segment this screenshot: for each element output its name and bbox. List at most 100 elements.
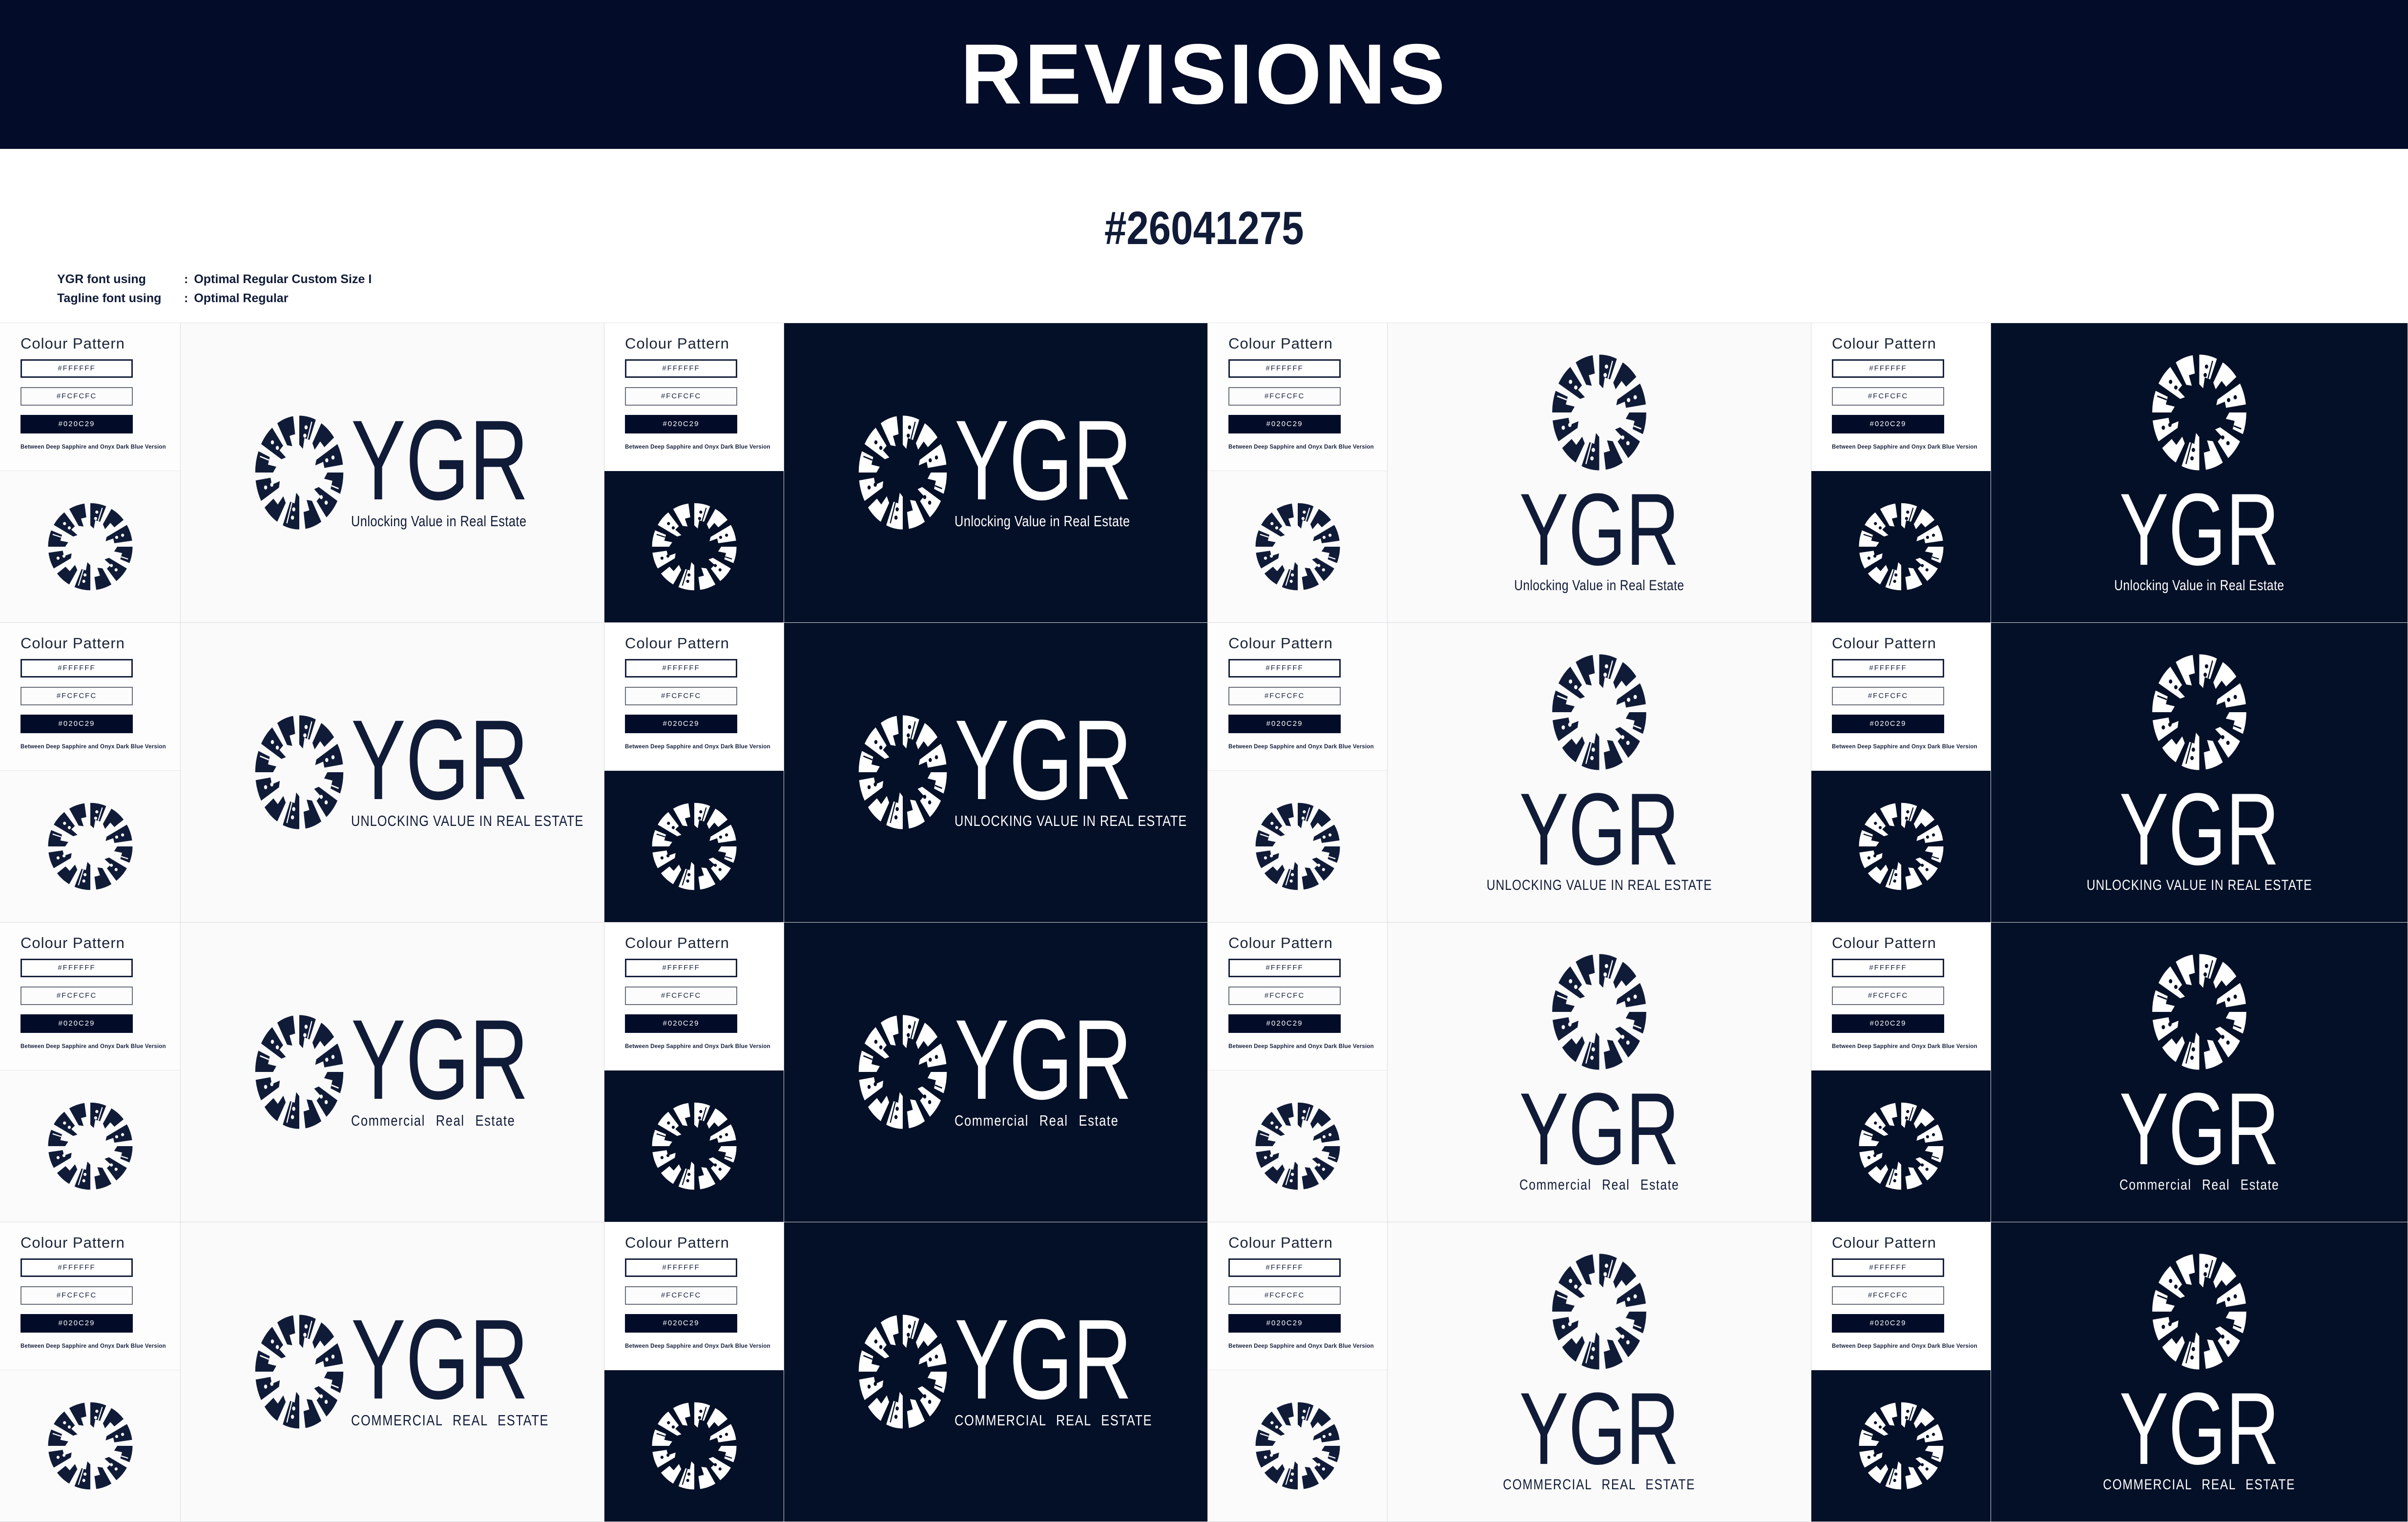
swatch-dark-navy: #020C29 <box>625 1014 737 1033</box>
colour-pattern-caption: Between Deep Sapphire and Onyx Dark Blue… <box>1228 1343 1374 1349</box>
ygr-wordmark: YGR <box>351 996 529 1123</box>
ygr-city-circle-mark-icon <box>2149 950 2249 1073</box>
ygr-tagline: COMMERCIAL REAL ESTATE <box>351 1412 549 1429</box>
ygr-city-circle-mark-icon <box>856 1311 950 1432</box>
colour-pattern-caption: Between Deep Sapphire and Onyx Dark Blue… <box>625 1043 770 1049</box>
ygr-wordmark: YGR <box>1519 1071 1680 1186</box>
ygr-city-circle-mark-icon <box>45 500 135 593</box>
ygr-city-circle-mark-icon <box>252 712 346 833</box>
swatch-white: #FFFFFF <box>1832 658 1944 678</box>
logo-panel-stacked-dark: YGR Unlocking Value in Real Estate <box>1991 323 2408 623</box>
colour-pattern-caption: Between Deep Sapphire and Onyx Dark Blue… <box>1228 1043 1374 1049</box>
logo-mark-preview-dark <box>1811 471 1991 622</box>
ygr-city-circle-mark-icon <box>1549 651 1649 774</box>
swatch-white: #FFFFFF <box>21 359 133 378</box>
logo-panel-horizontal-light: YGR COMMERCIAL REAL ESTATE <box>181 1222 604 1522</box>
swatch-off-white: #FCFCFC <box>1228 986 1341 1005</box>
logo-panel-stacked-dark: YGR COMMERCIAL REAL ESTATE <box>1991 1222 2408 1522</box>
ygr-city-circle-mark-icon <box>1856 800 1946 893</box>
logo-mark-preview-light <box>0 770 180 922</box>
ygr-logo-horizontal: YGR Commercial Real Estate <box>856 1003 1136 1132</box>
swatch-dark-navy: #020C29 <box>1228 1014 1341 1033</box>
colour-pattern-caption: Between Deep Sapphire and Onyx Dark Blue… <box>21 743 166 750</box>
ygr-wordmark: YGR <box>2119 772 2280 886</box>
colour-pattern-caption: Between Deep Sapphire and Onyx Dark Blue… <box>1228 444 1374 450</box>
ygr-city-circle-mark-icon <box>649 800 739 893</box>
colour-swatch-list: Colour Pattern #FFFFFF #FCFCFC #020C29 B… <box>604 1222 784 1370</box>
colour-pattern-title: Colour Pattern <box>1832 334 1936 352</box>
ygr-tagline: Commercial Real Estate <box>1519 1177 1680 1193</box>
logo-panel-stacked-light: YGR Commercial Real Estate <box>1388 922 1811 1222</box>
ygr-tagline: UNLOCKING VALUE IN REAL ESTATE <box>1486 877 1712 893</box>
ygr-logo-stacked: YGR COMMERCIAL REAL ESTATE <box>2082 1250 2316 1493</box>
colour-swatch-list: Colour Pattern #FFFFFF #FCFCFC #020C29 B… <box>604 323 784 471</box>
swatch-off-white: #FCFCFC <box>1832 986 1944 1005</box>
colour-swatch-list: Colour Pattern #FFFFFF #FCFCFC #020C29 B… <box>0 323 180 471</box>
colour-swatch-list: Colour Pattern #FFFFFF #FCFCFC #020C29 B… <box>1811 622 1991 771</box>
swatch-off-white: #FCFCFC <box>21 387 133 406</box>
colour-pattern-title: Colour Pattern <box>21 334 125 352</box>
logo-mark-preview-light <box>0 471 180 622</box>
ygr-logo-stacked: YGR Unlocking Value in Real Estate <box>1488 351 1710 594</box>
colour-pattern-title: Colour Pattern <box>625 334 729 352</box>
colour-swatch-list: Colour Pattern #FFFFFF #FCFCFC #020C29 B… <box>604 622 784 771</box>
logo-revision-grid: Colour Pattern #FFFFFF #FCFCFC #020C29 B… <box>0 322 2408 1522</box>
ygr-city-circle-mark-icon <box>1253 500 1343 593</box>
ygr-city-circle-mark-icon <box>1856 500 1946 593</box>
swatch-white: #FFFFFF <box>625 958 737 977</box>
ygr-tagline: Commercial Real Estate <box>954 1112 1119 1130</box>
swatch-off-white: #FCFCFC <box>21 686 133 705</box>
logo-panel-stacked-dark: YGR Commercial Real Estate <box>1991 922 2408 1222</box>
ygr-wordmark: YGR <box>1519 1371 1680 1486</box>
ygr-logo-stacked: YGR UNLOCKING VALUE IN REAL ESTATE <box>1462 651 1737 894</box>
colour-pattern-caption: Between Deep Sapphire and Onyx Dark Blue… <box>1832 743 1977 750</box>
colour-pattern-title: Colour Pattern <box>625 1234 729 1251</box>
colour-pattern-caption: Between Deep Sapphire and Onyx Dark Blue… <box>1832 444 1977 450</box>
ygr-wordmark: YGR <box>2119 1371 2280 1486</box>
colour-pattern-card: Colour Pattern #FFFFFF #FCFCFC #020C29 B… <box>1811 323 1991 623</box>
ygr-city-circle-mark-icon <box>1253 1399 1343 1492</box>
colour-pattern-card: Colour Pattern #FFFFFF #FCFCFC #020C29 B… <box>1208 323 1388 623</box>
colour-pattern-title: Colour Pattern <box>21 1234 125 1251</box>
colour-pattern-title: Colour Pattern <box>1832 634 1936 652</box>
logo-mark-preview-dark <box>604 770 784 922</box>
ygr-tagline: UNLOCKING VALUE IN REAL ESTATE <box>2086 877 2312 893</box>
swatch-off-white: #FCFCFC <box>21 986 133 1005</box>
colour-pattern-title: Colour Pattern <box>21 934 125 951</box>
swatch-off-white: #FCFCFC <box>625 686 737 705</box>
ygr-tagline: Unlocking Value in Real Estate <box>351 513 526 530</box>
swatch-dark-navy: #020C29 <box>1228 1314 1341 1333</box>
colour-pattern-caption: Between Deep Sapphire and Onyx Dark Blue… <box>21 444 166 450</box>
colour-pattern-title: Colour Pattern <box>21 634 125 652</box>
ygr-city-circle-mark-icon <box>856 412 950 533</box>
colour-pattern-caption: Between Deep Sapphire and Onyx Dark Blue… <box>625 1343 770 1349</box>
colour-swatch-list: Colour Pattern #FFFFFF #FCFCFC #020C29 B… <box>0 922 180 1070</box>
swatch-off-white: #FCFCFC <box>1832 1286 1944 1305</box>
ygr-wordmark: YGR <box>1519 472 1680 587</box>
swatch-dark-navy: #020C29 <box>625 714 737 733</box>
ygr-logo-horizontal: YGR Unlocking Value in Real Estate <box>856 403 1136 533</box>
colour-pattern-title: Colour Pattern <box>1228 1234 1333 1251</box>
font-note-label: Tagline font using <box>57 291 162 305</box>
colour-pattern-caption: Between Deep Sapphire and Onyx Dark Blue… <box>21 1043 166 1049</box>
logo-mark-preview-dark <box>1811 1370 1991 1522</box>
swatch-white: #FFFFFF <box>1832 958 1944 977</box>
swatch-dark-navy: #020C29 <box>625 414 737 433</box>
ygr-wordmark: YGR <box>1519 772 1680 886</box>
ygr-city-circle-mark-icon <box>1856 1399 1946 1492</box>
logo-mark-preview-dark <box>1811 770 1991 922</box>
swatch-white: #FFFFFF <box>1228 658 1341 678</box>
colour-swatch-list: Colour Pattern #FFFFFF #FCFCFC #020C29 B… <box>1811 1222 1991 1370</box>
ygr-tagline: UNLOCKING VALUE IN REAL ESTATE <box>351 812 583 830</box>
swatch-dark-navy: #020C29 <box>1832 414 1944 433</box>
colour-swatch-list: Colour Pattern #FFFFFF #FCFCFC #020C29 B… <box>1811 922 1991 1070</box>
swatch-white: #FFFFFF <box>1228 1258 1341 1277</box>
swatch-dark-navy: #020C29 <box>1832 1014 1944 1033</box>
ygr-city-circle-mark-icon <box>1549 1250 1649 1373</box>
swatch-dark-navy: #020C29 <box>21 414 133 433</box>
swatch-dark-navy: #020C29 <box>1832 1314 1944 1333</box>
font-note-value: :Optimal Regular <box>184 291 289 305</box>
ygr-wordmark: YGR <box>954 1296 1132 1423</box>
ygr-logo-stacked: YGR Commercial Real Estate <box>1488 950 1710 1193</box>
swatch-white: #FFFFFF <box>625 1258 737 1277</box>
